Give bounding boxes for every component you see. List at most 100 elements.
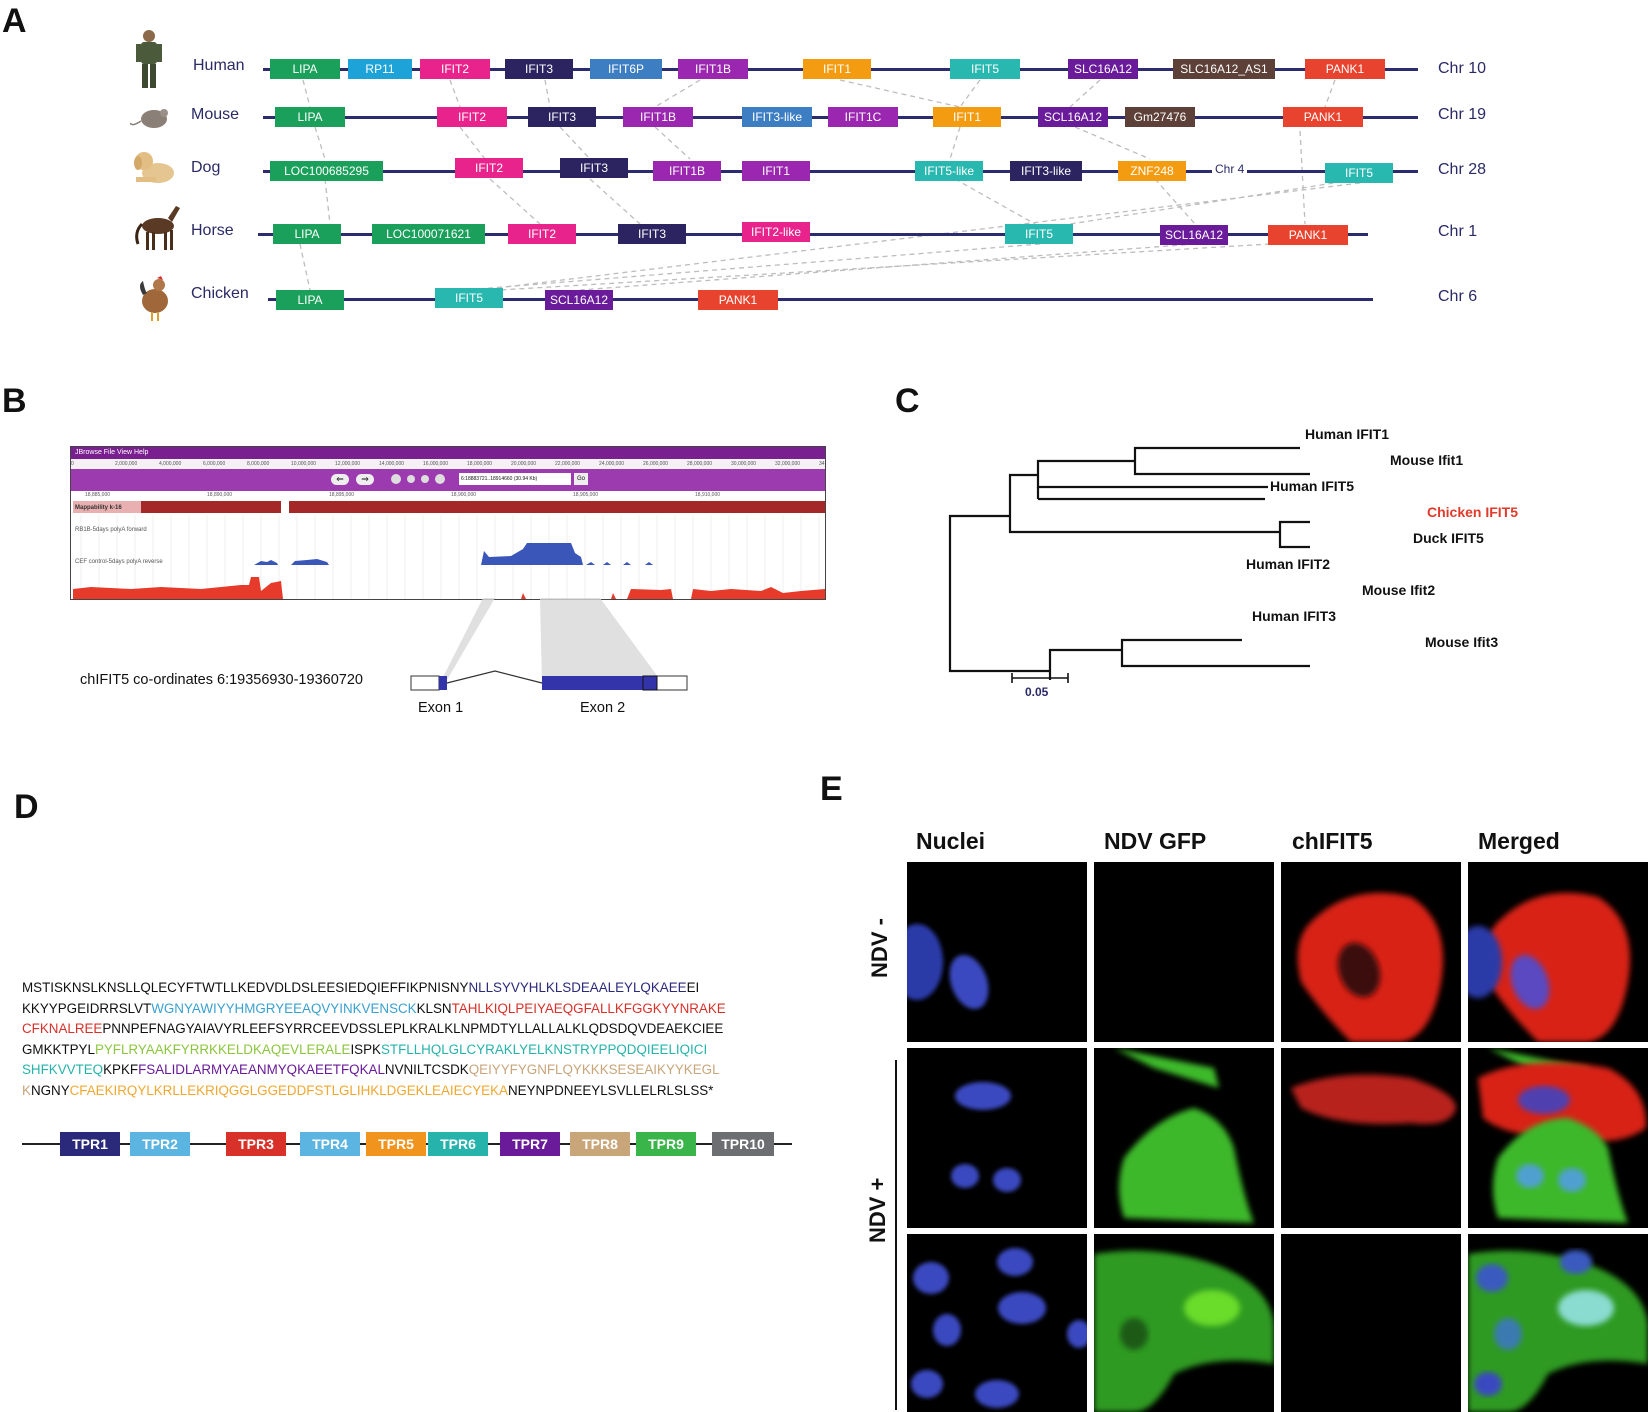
micrograph-merged [1468, 1048, 1648, 1228]
ruler-tick-label: 4,000,000 [159, 461, 182, 467]
ruler-tick-label: 14,000,000 [379, 461, 405, 467]
gene-box: IFIT1 [742, 161, 810, 181]
ruler-tick-label: 24,000,000 [599, 461, 625, 467]
micrograph-merged [1468, 1234, 1648, 1412]
pan-right-icon: ⇒ [356, 474, 374, 485]
tpr-domain: TPR4 [300, 1132, 360, 1156]
chromosome-label: Chr 6 [1438, 288, 1478, 305]
micrograph-chifit5 [1281, 1234, 1461, 1412]
panel-label-c: C [895, 382, 920, 420]
gene-box: IFIT5-like [915, 161, 983, 181]
gene-box: IFIT3 [560, 158, 628, 178]
micrograph-nuclei [907, 1048, 1087, 1228]
chromosome-line-horse [258, 233, 1368, 236]
exon2-label: Exon 2 [580, 700, 626, 716]
tpr-domain: TPR9 [636, 1132, 696, 1156]
species-label-horse: Horse [191, 222, 234, 239]
sequence-segment: FSALIDLARMYAEANMYQKAEETFQKAL [138, 1062, 385, 1077]
sequence-segment: TAHLKIQLPEIYAEQGFALLKFGGKYYNRAKE [451, 1000, 726, 1016]
zoom-out-small-icon [407, 475, 415, 483]
chromosome-line-dog [263, 170, 1418, 173]
gene-box: IFIT5 [435, 288, 503, 308]
tpr-domain: TPR2 [130, 1132, 190, 1156]
gene-box: PANK1 [1268, 225, 1348, 245]
sequence-segment: NGNY [30, 1082, 70, 1098]
row-bracket [895, 1060, 897, 1410]
phylogenetic-tree [948, 446, 1310, 680]
species-label-mouse: Mouse [191, 106, 240, 123]
panel-label-e: E [820, 770, 843, 808]
gene-box: IFIT1B [623, 107, 693, 127]
zoom-in-icon [435, 474, 445, 484]
gene-box: PANK1 [1305, 59, 1385, 79]
track-label: CEF control-5days polyA reverse [75, 559, 163, 565]
leaf-label: Duck IFIT5 [1413, 530, 1484, 546]
species-label-chicken: Chicken [191, 285, 249, 302]
sequence-segment: KPKF [103, 1062, 139, 1077]
sequence-segment: GMKKTPYL [22, 1041, 95, 1057]
species-label-human: Human [193, 57, 245, 74]
orthology-connectors [299, 79, 1361, 291]
ruler-tick-label: 0 [71, 461, 74, 467]
chromosome-label: Chr 19 [1438, 106, 1487, 123]
sequence-segment: CFKNALREE [22, 1021, 103, 1036]
chromosome-break-label: Chr 4 [1212, 162, 1248, 176]
column-header: NDV GFP [1104, 828, 1207, 854]
chromosome-line-chicken [268, 298, 1373, 301]
gene-box: IFIT5 [1325, 163, 1393, 183]
locus-tick-label: 18,895,000 [329, 492, 355, 498]
micrograph-nuclei [907, 1234, 1087, 1412]
gene-box: IFIT3 [528, 107, 596, 127]
sequence-segment: PNNPEFNAGYAIAVYRLEEFSYRRCEEVDSSLEPLKRALK… [102, 1021, 724, 1036]
ruler-tick-label: 32,000,000 [775, 461, 801, 467]
sequence-segment: KLSN [416, 1000, 452, 1016]
gene-box: IFIT3-like [1010, 161, 1082, 181]
gene-box: IFIT1 [803, 59, 871, 79]
leaf-label: Human IFIT3 [1252, 608, 1337, 624]
sequence-line: GMKKTPYLPYFLRYAAKFYRRKKELDKAQEVLERALEISP… [22, 1040, 802, 1061]
ruler-tick-label: 8,000,000 [247, 461, 270, 467]
ruler-tick-label: 2,000,000 [115, 461, 138, 467]
human-icon [136, 30, 162, 88]
micrograph-gfp [1094, 1234, 1274, 1412]
ruler-tick-label: 30,000,000 [731, 461, 757, 467]
locus-tick-label: 18,900,000 [451, 492, 477, 498]
gene-box: LOC100071621 [372, 224, 485, 244]
ruler-tick-label: 6,000,000 [203, 461, 226, 467]
sequence-segment: STFLLHQLGLCYRAKLYELKNSTRYPPQDQIEELIQICI [380, 1041, 708, 1057]
gene-box: LIPA [276, 290, 344, 310]
micrograph-nuclei [907, 862, 1087, 1042]
locus-tick-label: 18,905,000 [573, 492, 599, 498]
ruler-tick-label: 22,000,000 [555, 461, 581, 467]
panel-label-a: A [2, 2, 27, 40]
gene-box: ZNF248 [1118, 161, 1186, 181]
track-label: Mappability k-16 [75, 505, 122, 511]
gene-box: SLC16A12_AS1 [1173, 59, 1275, 79]
sequence-line: KNGNYCFAEKIRQYLKRLLEKRIQGGLGGEDDFSTLGLIH… [22, 1081, 802, 1102]
sequence-segment: CFAEKIRQYLKRLLEKRIQGGLGGEDDFSTLGLIHKLDGE… [69, 1082, 508, 1098]
sequence-segment: KKYYPGEIDRRSLVT [22, 1000, 152, 1016]
column-header: Nuclei [916, 828, 986, 854]
leaf-label: Mouse Ifit1 [1390, 452, 1464, 468]
ruler-tick-label: 34 [819, 461, 825, 467]
gene-box: IFIT2 [455, 158, 523, 178]
sequence-line: CFKNALREEPNNPEFNAGYAIAVYRLEEFSYRRCEEVDSS… [22, 1019, 802, 1040]
row-label-ndv-plus: NDV + [865, 1177, 890, 1243]
gene-box: LIPA [275, 107, 345, 127]
row-label-ndv-minus: NDV - [867, 918, 892, 978]
gene-box: IFIT1B [653, 161, 721, 181]
track-label: RB1B-5days polyA forward [75, 527, 147, 533]
sequence-segment: NLLSYVYHLKLSDEAALEYLQKAEE [468, 980, 687, 995]
exon-projection [439, 598, 664, 685]
sequence-segment: QEIYYFYGNFLQYKKKSESEAIKYYKEGL [468, 1062, 720, 1077]
tpr-domain: TPR6 [428, 1132, 488, 1156]
gene-box: LOC100685295 [270, 161, 383, 181]
navigation-bar: ⇐ ⇒ 6:18883721..18914660 (30.94 Kb) Go [71, 469, 825, 491]
gene-box: SCL16A12 [545, 290, 613, 310]
ruler-tick-label: 28,000,000 [687, 461, 713, 467]
sequence-segment: SHFKVVTEQ [22, 1062, 104, 1077]
gene-box: SCL16A12 [1160, 225, 1228, 245]
micrograph-chifit5 [1281, 862, 1461, 1042]
browser-menu-bar: JBrowse File View Help [71, 447, 825, 459]
